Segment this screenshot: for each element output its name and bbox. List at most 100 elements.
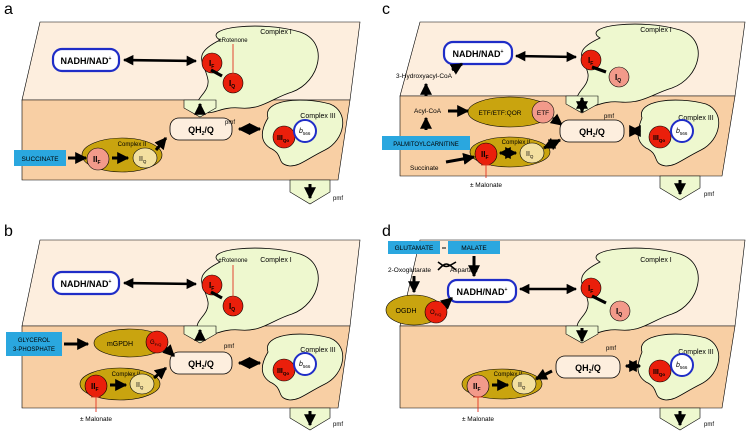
panel-letter: d	[382, 223, 391, 240]
iq-site	[222, 295, 244, 317]
b566-label: b566	[676, 128, 688, 136]
iif-label: IIF	[473, 382, 481, 393]
ii-qh2-arrow	[534, 368, 553, 381]
pmf-label-2: pmf	[333, 196, 343, 202]
iq-label: IQ	[229, 302, 235, 313]
panel-a: a Complex I IF IQ ±Rotenone NADH/NAD+ QH…	[4, 1, 361, 205]
panel-letter: a	[4, 1, 13, 18]
etf-label: ETF	[537, 110, 549, 117]
if-site	[201, 274, 223, 296]
pmf-label: pmf	[604, 114, 614, 120]
iq-label: IQ	[615, 73, 621, 84]
iiq-site	[511, 373, 537, 395]
etfqor-label: ETF/ETF:QOR	[479, 110, 522, 117]
complex-iii-label: Complex III	[300, 347, 335, 354]
mgpdh-label: mGPDH	[107, 341, 133, 348]
succinate-label: Succinate	[410, 165, 439, 172]
nadh-label: NADH/NAD+	[61, 279, 112, 289]
iif-site	[86, 147, 110, 171]
oe-label: OF/Q	[430, 310, 441, 317]
qh2-label: QH2/Q	[188, 359, 214, 371]
if-label: IF	[588, 56, 593, 67]
complex-i-label: Complex I	[640, 27, 672, 34]
succinate-arrow	[445, 152, 476, 165]
if-label: IF	[209, 281, 214, 292]
complex-iii-label: Complex III	[678, 349, 713, 356]
if-label: IF	[588, 284, 593, 295]
if-site	[201, 52, 223, 74]
mgpdh-qh2-arrow	[162, 344, 176, 358]
hydroxy-nadh-arrow	[449, 62, 464, 75]
acylcoa-label: Acyl-CoA	[414, 108, 442, 115]
panel-d: d GLUTAMATE MALATE 2-Oxoglutarate Aspart…	[382, 223, 746, 431]
if-label: IF	[209, 59, 214, 70]
complex-i-label: Complex I	[640, 257, 672, 264]
glutamate-box	[388, 241, 440, 254]
iii-label: IIIQo	[277, 135, 289, 143]
iif-site	[474, 142, 498, 166]
nadh-label: NADH/NAD+	[457, 287, 508, 297]
malate-label: MALATE	[461, 245, 487, 252]
gfq-label: GF/Q	[150, 340, 161, 347]
if-iq-arrow	[210, 290, 223, 300]
succinate-label: SUCCINATE	[21, 156, 59, 163]
qh2-box	[555, 355, 621, 379]
glycerol-line1: GLYCEROL	[18, 338, 51, 344]
qh2-box	[169, 351, 233, 375]
etf-site	[531, 100, 555, 124]
iif-label: IIF	[481, 150, 489, 161]
b566-label: b566	[299, 128, 311, 136]
succinate-box	[14, 150, 66, 166]
complex-ii-label: Complex II	[502, 140, 531, 146]
b566-label: b566	[299, 361, 311, 369]
complex-i-body	[576, 23, 699, 108]
complex-ii-label: Complex II	[494, 372, 523, 378]
if-site	[580, 49, 602, 71]
b566-site	[670, 353, 694, 377]
complex-i-body	[576, 247, 699, 336]
palmitoyl-box	[382, 136, 470, 150]
nadh-label: NADH/NAD+	[453, 49, 504, 59]
panel-c: c Complex I IF IQ NADH/NAD+ 3-Hydroxyacy…	[382, 1, 746, 201]
iq-label: IQ	[616, 307, 622, 318]
qh2-box	[559, 119, 625, 143]
iif-site	[466, 374, 490, 398]
complex-iii-label: Complex III	[300, 113, 335, 120]
iiq-label: IIQ	[526, 151, 534, 159]
pmf-label-2: pmf	[333, 422, 343, 428]
pmf-label: pmf	[606, 346, 616, 352]
pmf-label-2: pmf	[704, 192, 714, 198]
iiq-site	[132, 147, 158, 169]
nadh-if-arrow	[122, 54, 198, 67]
if-iq-arrow	[591, 65, 607, 74]
iq-label: IQ	[229, 79, 235, 90]
qh2-label: QH2/Q	[575, 363, 601, 375]
ii-qh2-arrow	[154, 137, 168, 151]
hydroxyacyl-label: 3-Hydroxyacyl-CoA	[396, 73, 453, 80]
ii-qh2-arrow	[153, 366, 167, 380]
complex-ii-label: Complex II	[118, 142, 147, 148]
if-iq-arrow	[210, 68, 223, 78]
nadh-box	[446, 278, 518, 304]
complex-i-label: Complex I	[260, 29, 292, 36]
nadh-box	[442, 40, 514, 66]
qh2-box	[169, 117, 233, 141]
glycerol-line2: 3-PHOSPHATE	[13, 347, 55, 353]
if-site	[580, 277, 602, 299]
nadh-label: NADH/NAD+	[61, 56, 112, 66]
complex-ii-label: Complex II	[112, 372, 141, 378]
malonate-label: ± Malonate	[462, 416, 494, 423]
panel-letter: b	[4, 223, 13, 240]
iiq-label: IIQ	[136, 382, 144, 390]
pmf-label-2: pmf	[704, 422, 714, 428]
iq-site	[608, 66, 630, 88]
complex-iii-label: Complex III	[678, 115, 713, 122]
rotenone-label: ±Rotenone	[218, 258, 248, 264]
rotenone-label: ±Rotenone	[218, 38, 248, 44]
b566-site	[670, 119, 694, 143]
b566-site	[293, 352, 317, 376]
panel-letter: c	[382, 1, 390, 18]
malonate-label: ± Malonate	[470, 182, 502, 189]
pmf-label: pmf	[225, 120, 235, 126]
